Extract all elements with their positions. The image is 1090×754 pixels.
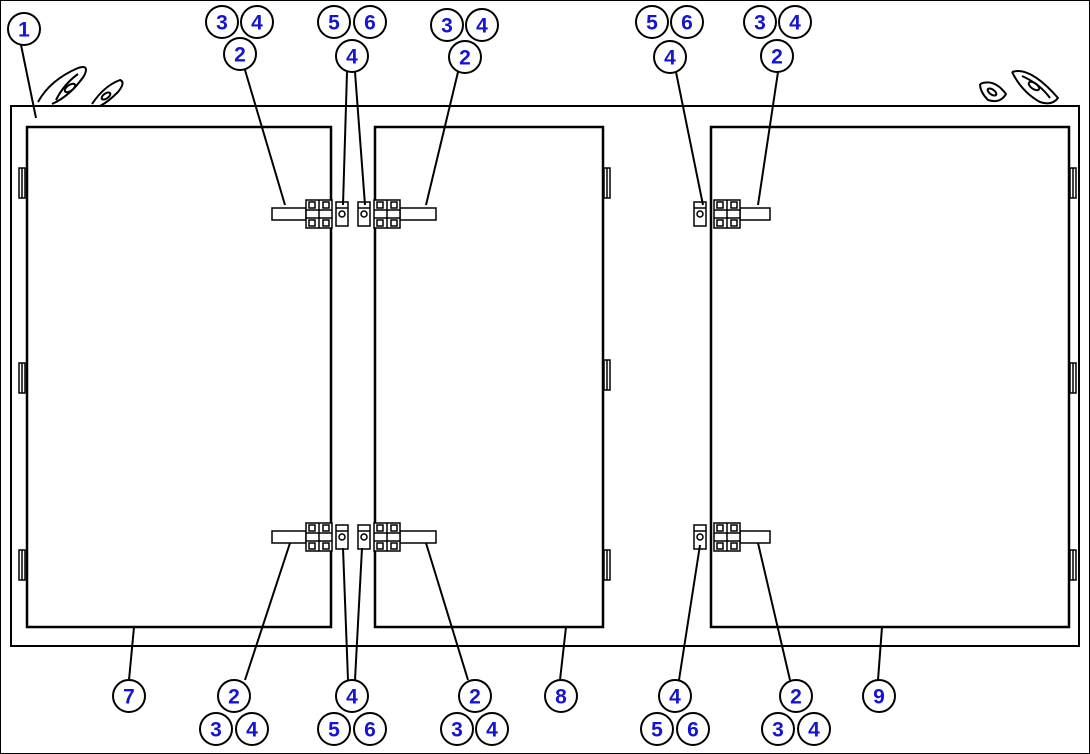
latch-knob-left-bottom	[335, 524, 349, 550]
hinge-group	[18, 167, 1077, 581]
callout-bolt: 3	[761, 712, 795, 746]
latch-knob-right-bottom	[693, 524, 707, 550]
callout-label: 6	[364, 719, 376, 742]
callout-label: 5	[646, 12, 658, 35]
callout-label: 5	[651, 719, 663, 742]
callout-nut: 4	[240, 5, 274, 39]
callout-bolt: 3	[199, 712, 233, 746]
callout-catch: 2	[760, 39, 794, 73]
callout-nut: 4	[658, 679, 692, 713]
callout-label: 4	[346, 46, 358, 69]
callout-label: 4	[789, 12, 801, 35]
callout-label: 2	[790, 686, 802, 709]
callout-nut: 4	[778, 5, 812, 39]
latch-knob-middle-bottom	[357, 524, 371, 550]
lift-bracket-left	[37, 66, 124, 107]
callout-label: 6	[364, 12, 376, 35]
callout-bolt: 3	[440, 712, 474, 746]
callout-nut: 4	[335, 679, 369, 713]
callout-label: 2	[228, 686, 240, 709]
door-panel-left	[25, 125, 333, 629]
callout-label: 4	[808, 719, 820, 742]
callout-bolt: 3	[743, 5, 777, 39]
callout-label: 4	[476, 15, 488, 38]
callout-label: 6	[681, 12, 693, 35]
latch-middle-bottom	[373, 522, 437, 552]
callout-label: 3	[754, 12, 766, 35]
callout-label: 9	[873, 686, 885, 709]
callout-label: 2	[234, 44, 246, 67]
callout-label: 4	[669, 686, 681, 709]
latch-knob-right-top	[693, 201, 707, 227]
callout-label: 3	[210, 719, 222, 742]
callout-catch: 2	[458, 679, 492, 713]
callout-nut: 4	[475, 712, 509, 746]
callout-group: 1 3 4 2 5 6 4 3 4 2 5 6 4 3 4 2 7 2 3 4 …	[7, 5, 896, 746]
callout-label: 2	[771, 46, 783, 69]
callout-catch: 2	[779, 679, 813, 713]
callout-label: 3	[216, 12, 228, 35]
callout-nut: 4	[465, 8, 499, 42]
latch-middle-top	[373, 199, 437, 229]
callout-label: 3	[772, 719, 784, 742]
latch-group	[271, 199, 771, 552]
callout-label: 3	[451, 719, 463, 742]
callout-bolt: 3	[205, 5, 239, 39]
callout-bolt: 3	[430, 8, 464, 42]
callout-label: 4	[246, 719, 258, 742]
callout-label: 4	[486, 719, 498, 742]
callout-nut: 4	[797, 712, 831, 746]
callout-door-left: 7	[112, 679, 146, 713]
door-panel-middle	[373, 125, 605, 629]
callout-catch: 2	[223, 37, 257, 71]
callout-screw: 5	[635, 5, 669, 39]
callout-label: 8	[555, 686, 567, 709]
callout-washer: 6	[353, 712, 387, 746]
callout-screw: 5	[317, 712, 351, 746]
latch-knob-left-top	[335, 201, 349, 227]
latch-right-bottom	[713, 522, 771, 552]
leader-lines	[19, 39, 883, 681]
callout-label: 2	[459, 47, 471, 70]
callout-nut: 4	[235, 712, 269, 746]
callout-label: 6	[687, 719, 699, 742]
latch-knob-middle-top	[357, 201, 371, 227]
callout-washer: 6	[676, 712, 710, 746]
callout-label: 4	[346, 686, 358, 709]
callout-label: 7	[123, 686, 135, 709]
callout-label: 5	[328, 12, 340, 35]
latch-right-top	[713, 199, 771, 229]
latch-left-bottom	[271, 522, 333, 552]
callout-nut: 4	[653, 40, 687, 74]
callout-label: 4	[251, 12, 263, 35]
callout-catch: 2	[217, 679, 251, 713]
callout-catch: 2	[448, 40, 482, 74]
callout-washer: 6	[670, 5, 704, 39]
callout-label: 1	[18, 19, 30, 42]
callout-door-right: 9	[862, 679, 896, 713]
callout-frame: 1	[7, 12, 41, 46]
callout-label: 2	[469, 686, 481, 709]
callout-screw: 5	[640, 712, 674, 746]
lift-bracket-right	[979, 70, 1060, 105]
callout-screw: 5	[317, 5, 351, 39]
callout-label: 3	[441, 15, 453, 38]
callout-washer: 6	[353, 5, 387, 39]
callout-label: 5	[328, 719, 340, 742]
door-panel-right	[709, 125, 1071, 629]
callout-door-middle: 8	[544, 679, 578, 713]
latch-left-top	[271, 199, 333, 229]
callout-label: 4	[664, 47, 676, 70]
callout-nut: 4	[335, 39, 369, 73]
